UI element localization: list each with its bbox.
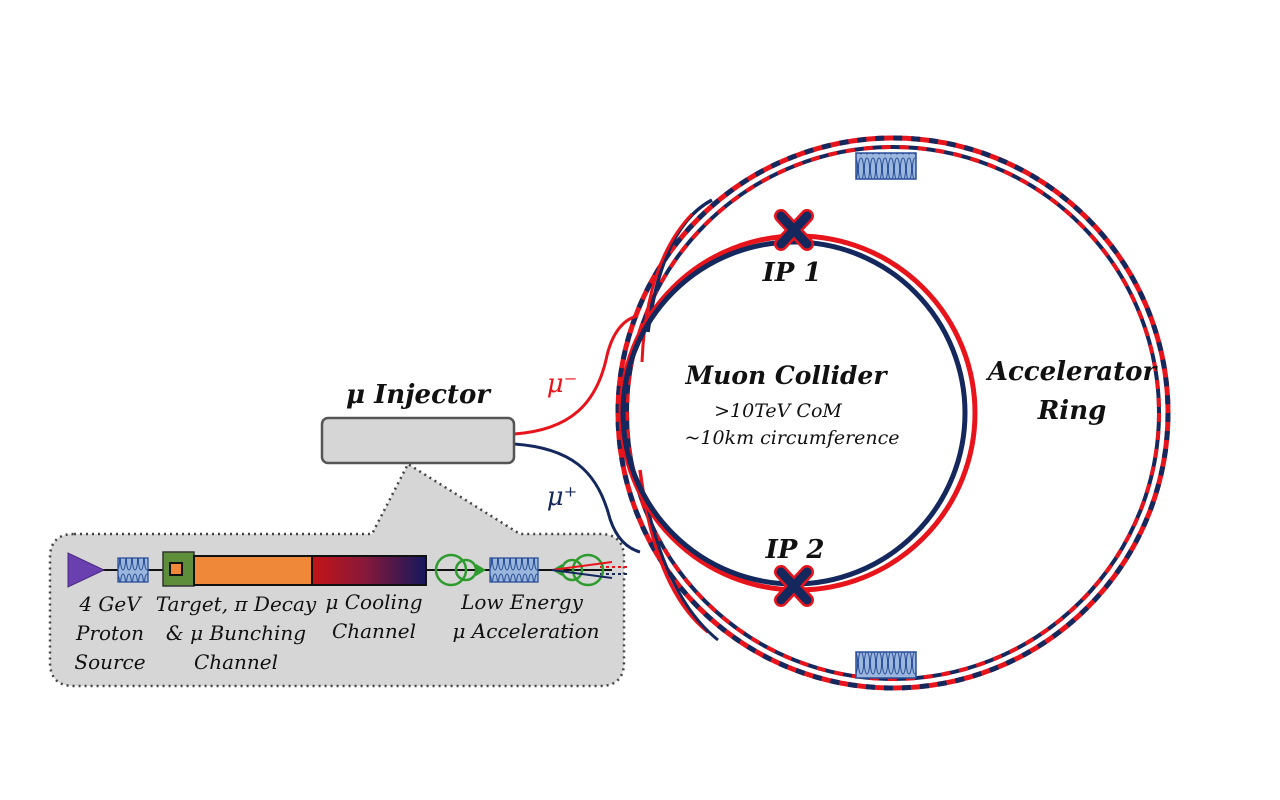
accel-ring-1 <box>434 553 486 587</box>
ip1-marker <box>774 209 814 251</box>
cooling-label: μ Cooling Channel <box>325 590 422 643</box>
chain-solenoid-2 <box>489 557 539 583</box>
accel-ring-2 <box>551 553 613 587</box>
svg-text:Source: Source <box>74 650 145 674</box>
decay-bunching-channel <box>193 555 313 586</box>
accelerator-ring <box>615 135 1171 691</box>
mu-plus-label: μ⁺ <box>547 482 578 512</box>
ip1-label: IP 1 <box>762 258 822 288</box>
accelerator-label-line2: Ring <box>1037 396 1107 426</box>
proton-source-triangle <box>67 552 106 588</box>
ip2-label: IP 2 <box>765 535 825 565</box>
chain-solenoid-1 <box>117 557 149 583</box>
beam-line-mu-plus <box>513 442 641 554</box>
acceleration-label: Low Energy μ Acceleration <box>452 590 599 643</box>
svg-text:μ Cooling: μ Cooling <box>325 590 422 614</box>
svg-text:Low Energy: Low Energy <box>460 590 583 614</box>
collider-energy: >10TeV CoM <box>714 400 842 422</box>
target-block <box>162 551 195 587</box>
svg-text:Proton: Proton <box>75 621 144 645</box>
cooling-channel <box>311 555 427 586</box>
target-label: Target, π Decay & μ Bunching Channel <box>156 592 317 674</box>
svg-text:μ Acceleration: μ Acceleration <box>452 619 599 643</box>
ring-solenoid-top <box>855 152 917 180</box>
svg-text:4 GeV: 4 GeV <box>78 592 143 616</box>
svg-text:Channel: Channel <box>332 619 416 643</box>
ip2-marker <box>774 565 814 607</box>
mu-minus-label: μ⁻ <box>547 369 578 399</box>
ring-solenoid-bottom <box>855 651 917 679</box>
injector-title: μ Injector <box>346 380 492 410</box>
svg-text:Target, π Decay: Target, π Decay <box>156 592 317 616</box>
chain-components <box>67 551 628 588</box>
collider-circumference: ~10km circumference <box>684 427 899 449</box>
proton-source-label: 4 GeV Proton Source <box>74 592 145 674</box>
svg-text:Channel: Channel <box>194 650 278 674</box>
accelerator-label-line1: Accelerator <box>985 357 1159 387</box>
beam-line-mu-minus <box>513 314 639 436</box>
collider-title: Muon Collider <box>684 361 888 390</box>
svg-text:& μ Bunching: & μ Bunching <box>166 621 306 645</box>
injector-box <box>320 416 516 465</box>
